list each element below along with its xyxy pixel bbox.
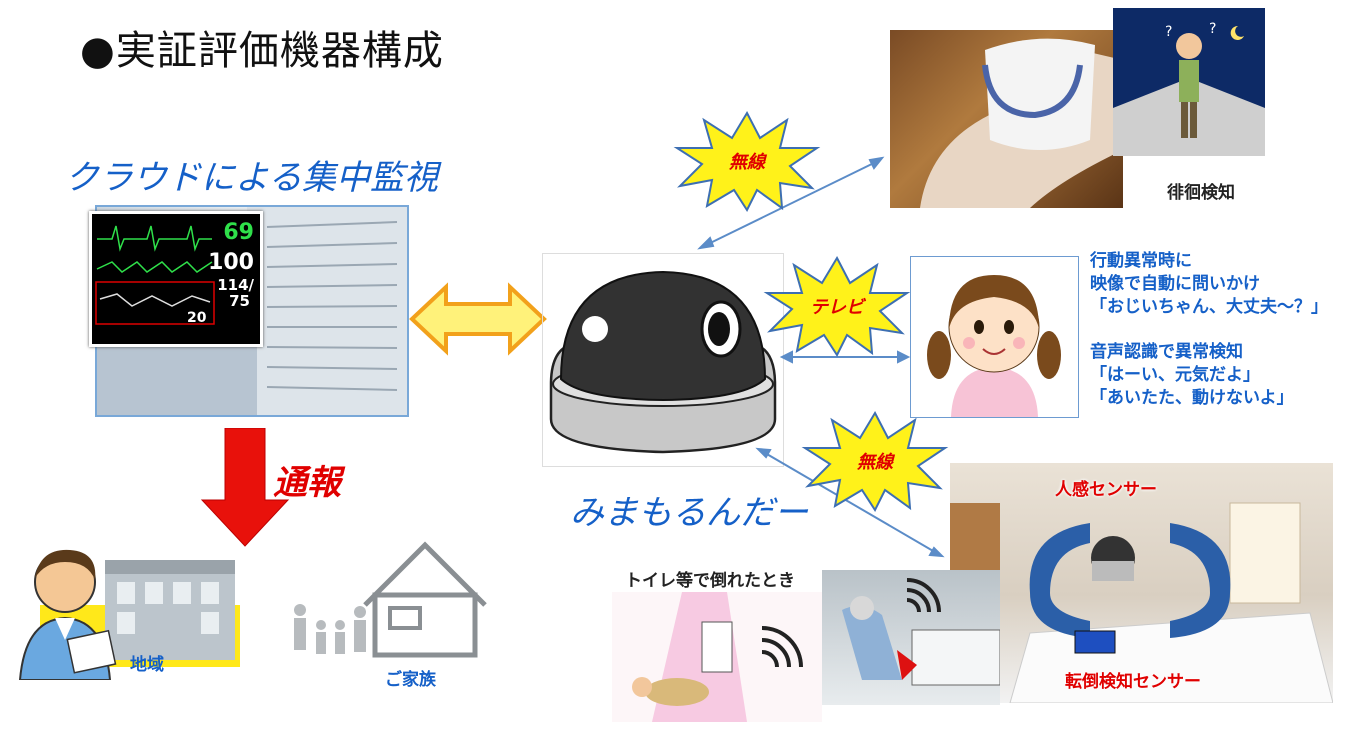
- toilet-fall-illustration: [612, 592, 822, 722]
- vital-waves: [95, 225, 215, 325]
- region-illustration: 地域: [10, 540, 250, 680]
- wandering-illustration: ??: [1113, 8, 1265, 156]
- burst-wireless-bottom-label: 無線: [856, 452, 896, 473]
- bed-fall-illustration: [822, 570, 1000, 705]
- tv-text-line2: 映像で自動に問いかけ: [1090, 274, 1260, 294]
- fall-sensor-label: 転倒検知センサー: [1065, 672, 1201, 692]
- device-illustration: [542, 253, 784, 467]
- wander-label: 徘徊検知: [1167, 183, 1235, 203]
- page-title: ●実証評価機器構成: [80, 28, 444, 74]
- monitor-value-bp-sys: 114/: [217, 276, 254, 294]
- vital-monitor: 69 100 114/ 75 20: [89, 211, 263, 347]
- toilet-fall-icon: [632, 592, 803, 722]
- toilet-label: トイレ等で倒れたとき: [625, 571, 795, 591]
- monitor-value-hr: 69: [223, 220, 254, 245]
- svg-text:?: ?: [1165, 24, 1172, 40]
- device-label: みまもるんだー: [570, 493, 808, 533]
- bed-fall-icon: [842, 578, 1000, 686]
- tv-text-line6: 「あいたた、動けないよ」: [1090, 388, 1294, 408]
- ankle-sensor-photo: [890, 30, 1123, 208]
- room-sensor-photo: 人感センサー 転倒検知センサー: [950, 463, 1333, 703]
- notify-arrow: [200, 428, 290, 547]
- bidirectional-arrow: [409, 282, 547, 356]
- cloud-monitor-image: 69 100 114/ 75 20: [89, 205, 409, 417]
- burst-wireless-top: 無線: [673, 110, 821, 213]
- monitor-value-spo2: 100: [208, 250, 254, 275]
- burst-tv-label: テレビ: [810, 297, 867, 318]
- cloud-label: クラウドによる集中監視: [65, 158, 438, 198]
- tv-description: 行動異常時に 映像で自動に問いかけ 「おじいちゃん、大丈夫～？」 音声認識で異常…: [1090, 250, 1328, 410]
- region-label: 地域: [130, 655, 164, 675]
- monitor-value-rr: 20: [187, 310, 207, 326]
- burst-wireless-top-label: 無線: [728, 152, 768, 173]
- family-illustration: ご家族: [285, 530, 495, 690]
- burst-tv: テレビ: [763, 255, 911, 358]
- svg-text:?: ?: [1209, 21, 1216, 37]
- girl-face-icon: [927, 275, 1061, 417]
- operator-person-icon: [18, 549, 117, 680]
- tv-text-line3: 「おじいちゃん、大丈夫～？」: [1090, 297, 1328, 317]
- house-family-icon: [294, 541, 487, 658]
- elderly-wandering-icon: ??: [1113, 21, 1265, 156]
- building-icon: [105, 560, 235, 660]
- monitor-value-bp-dia: 75: [229, 292, 250, 310]
- tv-text-line4: 音声認識で異常検知: [1090, 342, 1243, 362]
- motion-sensor-label: 人感センサー: [1055, 480, 1157, 500]
- ankle-band-graphic: [920, 38, 1123, 208]
- dome-camera-icon: [549, 270, 777, 454]
- notify-label: 通報: [273, 463, 341, 503]
- tv-text-line5: 「はーい、元気だよ」: [1090, 365, 1260, 385]
- family-label: ご家族: [385, 670, 436, 690]
- burst-wireless-bottom: 無線: [801, 410, 949, 513]
- tv-text-line1: 行動異常時に: [1090, 251, 1192, 271]
- tv-girl-illustration: [910, 256, 1079, 418]
- server-rack-graphic: [97, 207, 407, 415]
